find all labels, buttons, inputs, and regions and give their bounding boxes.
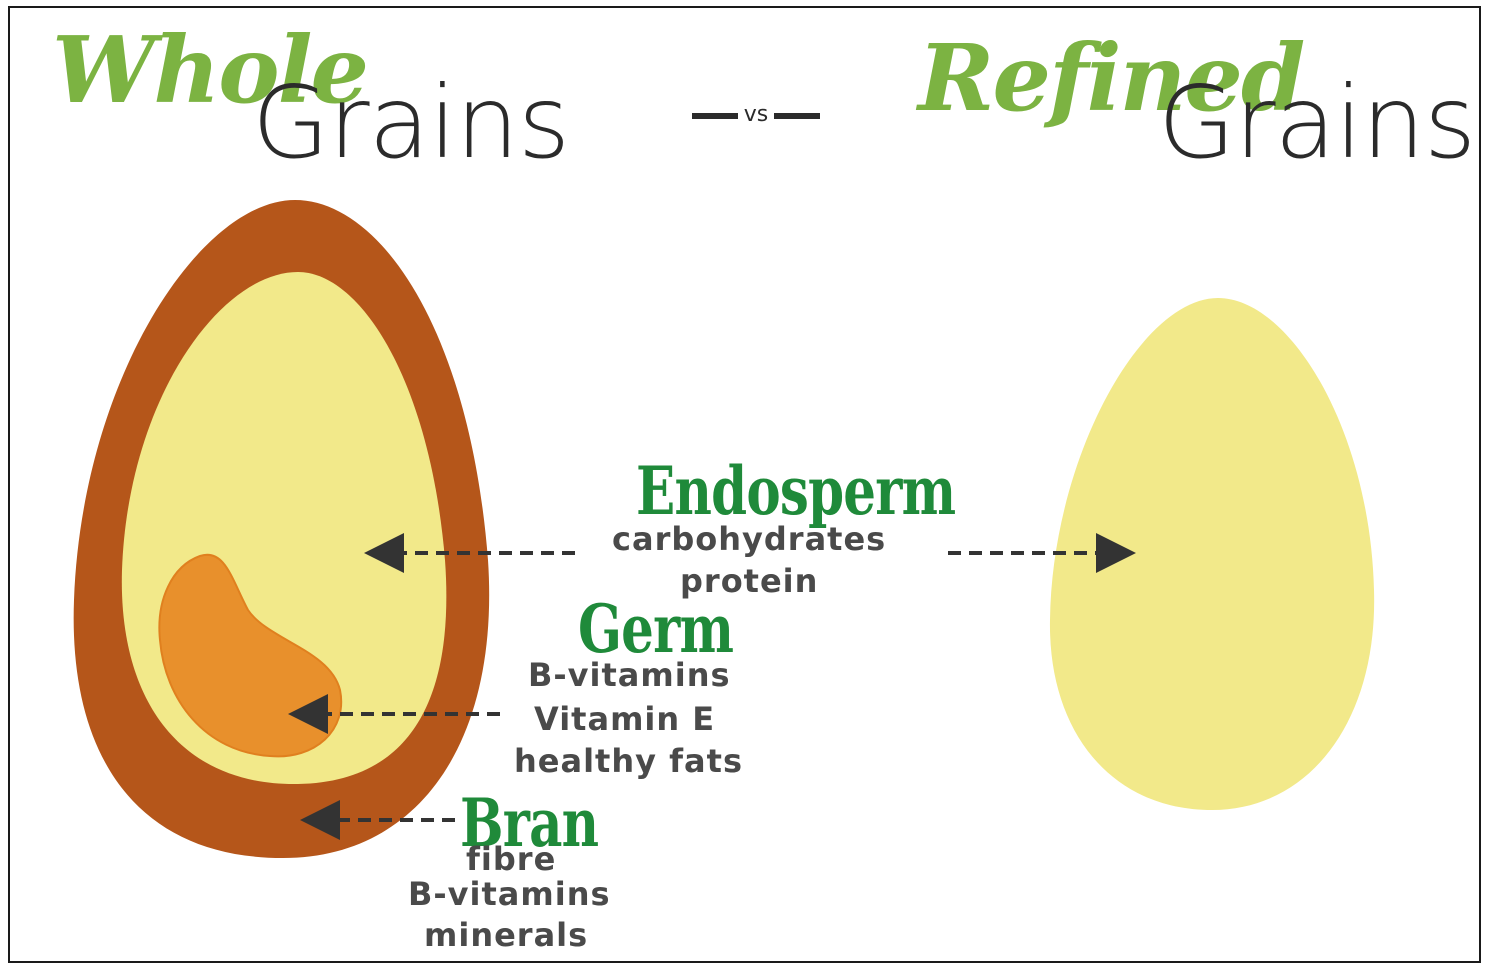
bran-nutrient-1: fibre [466,840,556,878]
germ-nutrient-3: healthy fats [514,742,743,780]
endosperm-label: Endosperm [636,452,955,530]
germ-nutrient-1: B-vitamins [528,656,731,694]
bran-nutrient-2: B-vitamins [408,875,611,913]
bran-nutrient-3: minerals [424,916,588,954]
endosperm-nutrient-1: carbohydrates [612,520,886,558]
germ-nutrient-2: Vitamin E [534,700,715,738]
